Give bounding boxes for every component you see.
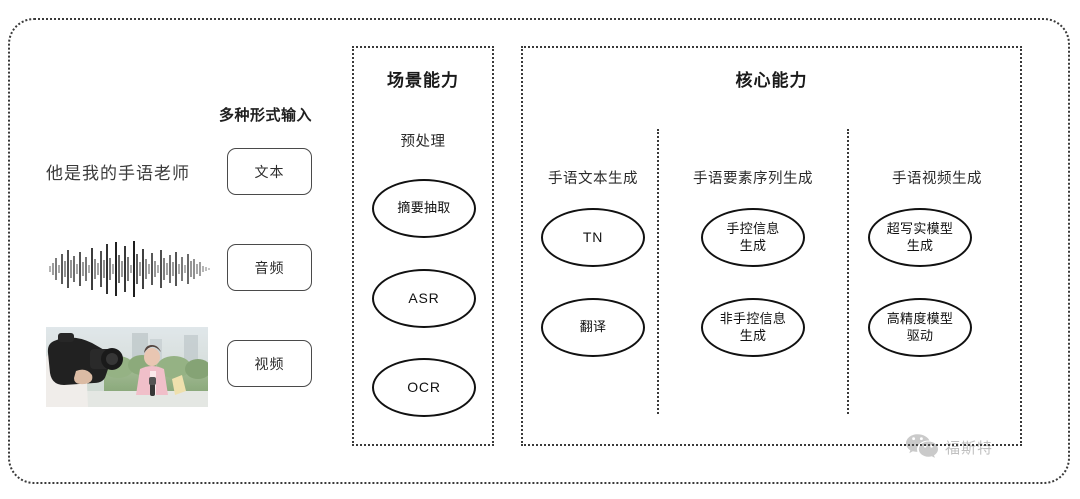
node-asr[interactable]: ASR bbox=[372, 269, 476, 328]
watermark-text: 福斯特 bbox=[945, 440, 994, 457]
wechat-icon bbox=[905, 432, 939, 463]
input-type-video-label: 视频 bbox=[254, 355, 285, 372]
node-high-precision-model-driving-line2: 驱动 bbox=[906, 327, 934, 343]
watermark: 福斯特 bbox=[905, 432, 993, 463]
audio-waveform-icon bbox=[44, 238, 216, 300]
core-column-title-sign-text-generation: 手语文本生成 bbox=[548, 171, 638, 187]
node-manual-feature-generation-line1: 手控信息 bbox=[726, 221, 780, 237]
node-hyperrealistic-model-generation-line2: 生成 bbox=[906, 237, 934, 253]
sample-input-text: 他是我的手语老师 bbox=[46, 164, 190, 183]
node-asr-label: ASR bbox=[408, 289, 440, 306]
input-type-audio-button[interactable]: 音频 bbox=[227, 244, 312, 291]
node-non-manual-feature-generation[interactable]: 非手控信息 生成 bbox=[701, 298, 805, 357]
node-tn-label: TN bbox=[582, 228, 604, 245]
input-type-video-button[interactable]: 视频 bbox=[227, 340, 312, 387]
node-ocr[interactable]: OCR bbox=[372, 358, 476, 417]
node-translation[interactable]: 翻译 bbox=[541, 298, 645, 357]
node-ocr-label: OCR bbox=[407, 378, 441, 395]
scene-panel-title: 场景能力 bbox=[387, 71, 459, 90]
input-type-text-label: 文本 bbox=[254, 163, 285, 180]
node-hyperrealistic-model-generation-line1: 超写实模型 bbox=[886, 221, 954, 237]
core-column-title-sign-video-generation: 手语视频生成 bbox=[892, 171, 982, 187]
video-thumbnail bbox=[46, 327, 208, 407]
node-manual-feature-generation[interactable]: 手控信息 生成 bbox=[701, 208, 805, 267]
core-panel-title: 核心能力 bbox=[735, 71, 808, 90]
node-tn[interactable]: TN bbox=[541, 208, 645, 267]
input-section-heading: 多种形式输入 bbox=[219, 107, 313, 124]
node-translation-label: 翻译 bbox=[579, 319, 607, 335]
node-manual-feature-generation-line2: 生成 bbox=[739, 237, 767, 253]
outer-frame bbox=[8, 18, 1070, 484]
input-type-text-button[interactable]: 文本 bbox=[227, 148, 312, 195]
scene-capability-panel: 场景能力 预处理 摘要抽取 ASR OCR bbox=[352, 46, 494, 446]
core-column-title-sign-element-sequence-generation: 手语要素序列生成 bbox=[693, 171, 813, 187]
node-high-precision-model-driving[interactable]: 高精度模型 驱动 bbox=[868, 298, 972, 357]
scene-column-title-preprocessing: 预处理 bbox=[400, 134, 446, 150]
input-type-audio-label: 音频 bbox=[254, 259, 285, 276]
node-non-manual-feature-generation-line2: 生成 bbox=[739, 327, 767, 343]
node-high-precision-model-driving-line1: 高精度模型 bbox=[886, 311, 954, 327]
core-column-separator-1 bbox=[657, 129, 659, 414]
node-summary-extraction-label: 摘要抽取 bbox=[397, 200, 451, 216]
node-summary-extraction[interactable]: 摘要抽取 bbox=[372, 179, 476, 238]
core-capability-panel: 核心能力 手语文本生成 TN 翻译 手语要素序列生成 手控信息 生成 非手控信息… bbox=[521, 46, 1022, 446]
node-hyperrealistic-model-generation[interactable]: 超写实模型 生成 bbox=[868, 208, 972, 267]
node-non-manual-feature-generation-line1: 非手控信息 bbox=[719, 311, 787, 327]
core-column-separator-2 bbox=[847, 129, 849, 414]
